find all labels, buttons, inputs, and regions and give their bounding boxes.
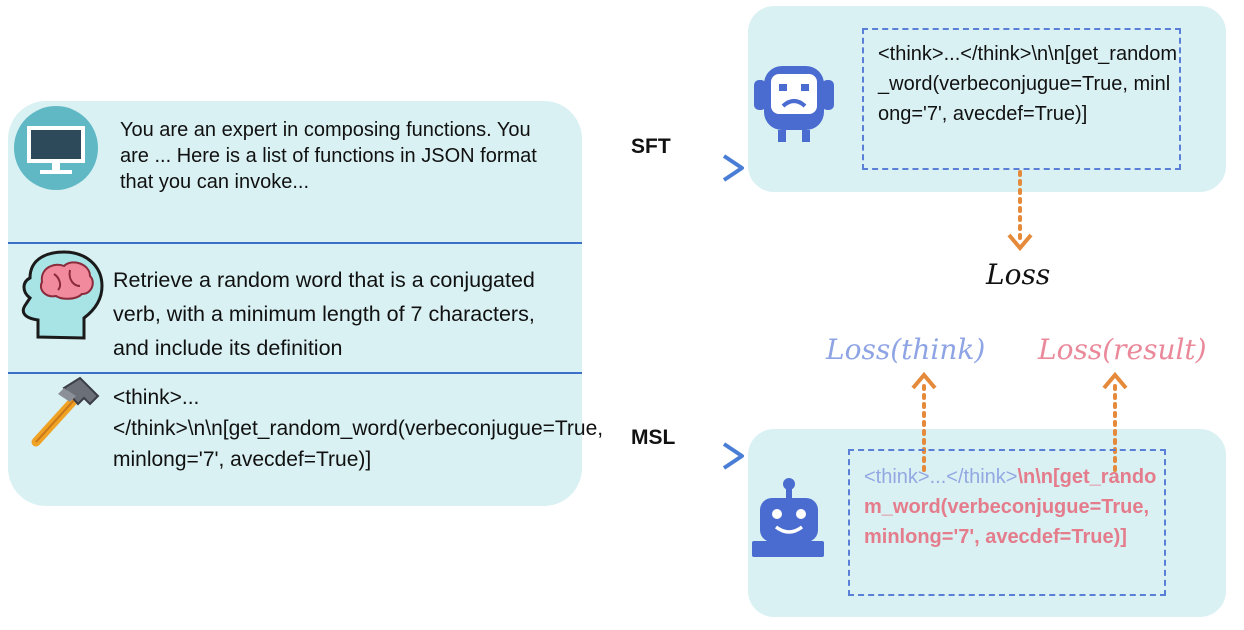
msl-label: MSL (631, 426, 676, 449)
system-prompt-text: You are an expert in composing functions… (120, 119, 537, 193)
loss-label: Loss (986, 258, 1051, 291)
prompt-panel (8, 101, 582, 506)
happy-robot-icon (752, 478, 824, 557)
divider-line (8, 372, 582, 374)
loss-result-label: Loss(result) (1038, 333, 1207, 366)
hammer-icon (31, 376, 100, 447)
msl-arrow (584, 442, 744, 470)
user-query-text: Retrieve a random word that is a conjuga… (113, 268, 535, 360)
dotted-arrow-think (911, 371, 937, 472)
dotted-arrow-result (1102, 371, 1128, 472)
answer-text: <think>...</think>\n\n[get_random_word(v… (113, 386, 604, 471)
sft-output-box (862, 28, 1181, 170)
dotted-arrow-to-loss (1007, 170, 1033, 252)
monitor-icon (14, 106, 98, 190)
sft-label: SFT (631, 135, 671, 158)
sad-robot-icon (754, 66, 834, 142)
sft-arrow (584, 154, 744, 182)
msl-think-text: <think>...</think> (864, 466, 1018, 488)
sft-output-text: <think>...</think>\n\n[get_random_word(v… (878, 43, 1178, 125)
msl-output-text: <think>...</think>\n\n[get_random_word(v… (864, 462, 1160, 552)
divider-line (8, 242, 582, 244)
msl-output-box (848, 449, 1166, 596)
msl-panel (748, 429, 1226, 617)
loss-think-label: Loss(think) (826, 333, 986, 366)
brain-head-icon (21, 250, 104, 340)
msl-result-text: \n\n[get_random_word(verbeconjugue=True,… (864, 466, 1157, 548)
